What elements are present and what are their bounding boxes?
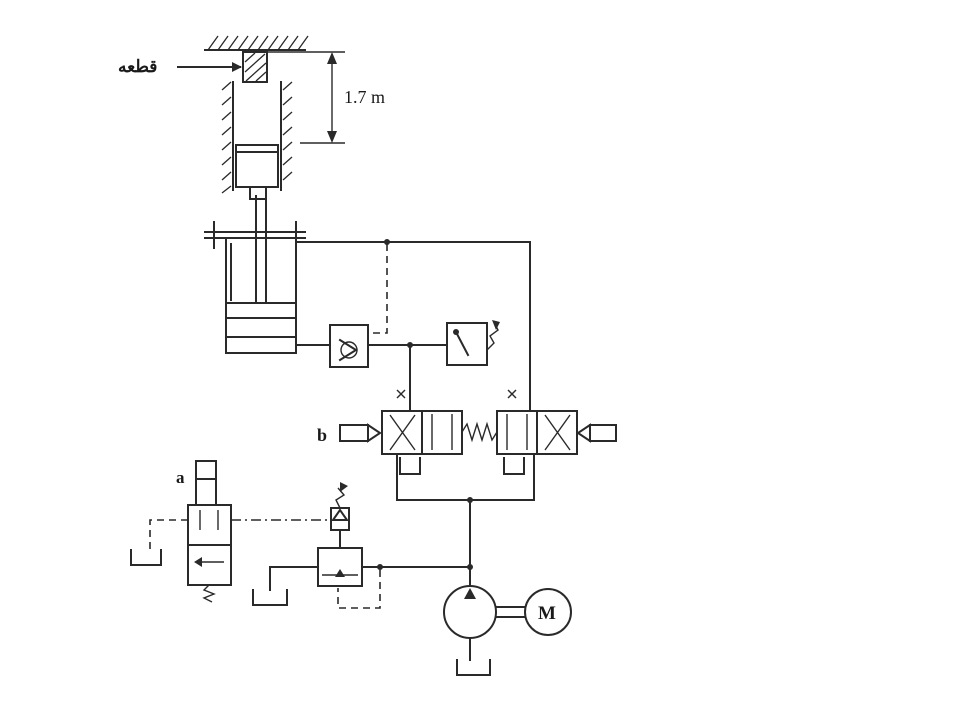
hydraulic-pump	[443, 585, 497, 676]
relief-valve	[317, 482, 363, 587]
workpiece-label: قطعه	[118, 57, 157, 76]
hydraulic-cylinder	[204, 195, 306, 354]
pilot-lines	[149, 244, 388, 609]
ceiling-support	[204, 35, 309, 51]
directional-valve-b	[339, 389, 617, 475]
pressure-switch	[446, 320, 500, 366]
electric-motor	[524, 588, 572, 636]
motor-label: M	[538, 603, 556, 624]
dimension-line	[268, 51, 345, 144]
tank-valve-a	[130, 549, 162, 566]
pilot-valve-a	[187, 460, 232, 603]
distance-label: 1.7 m	[344, 87, 385, 107]
drive-shaft	[495, 606, 526, 618]
guide-tube	[221, 81, 293, 200]
valve-b-label: b	[317, 425, 327, 445]
workpiece-block	[242, 51, 268, 83]
tank-relief	[252, 589, 288, 606]
pilot-check-valve	[329, 324, 369, 368]
valve-a-label: a	[176, 468, 185, 487]
pressure-lines	[269, 239, 535, 591]
workpiece-pointer	[177, 62, 242, 72]
